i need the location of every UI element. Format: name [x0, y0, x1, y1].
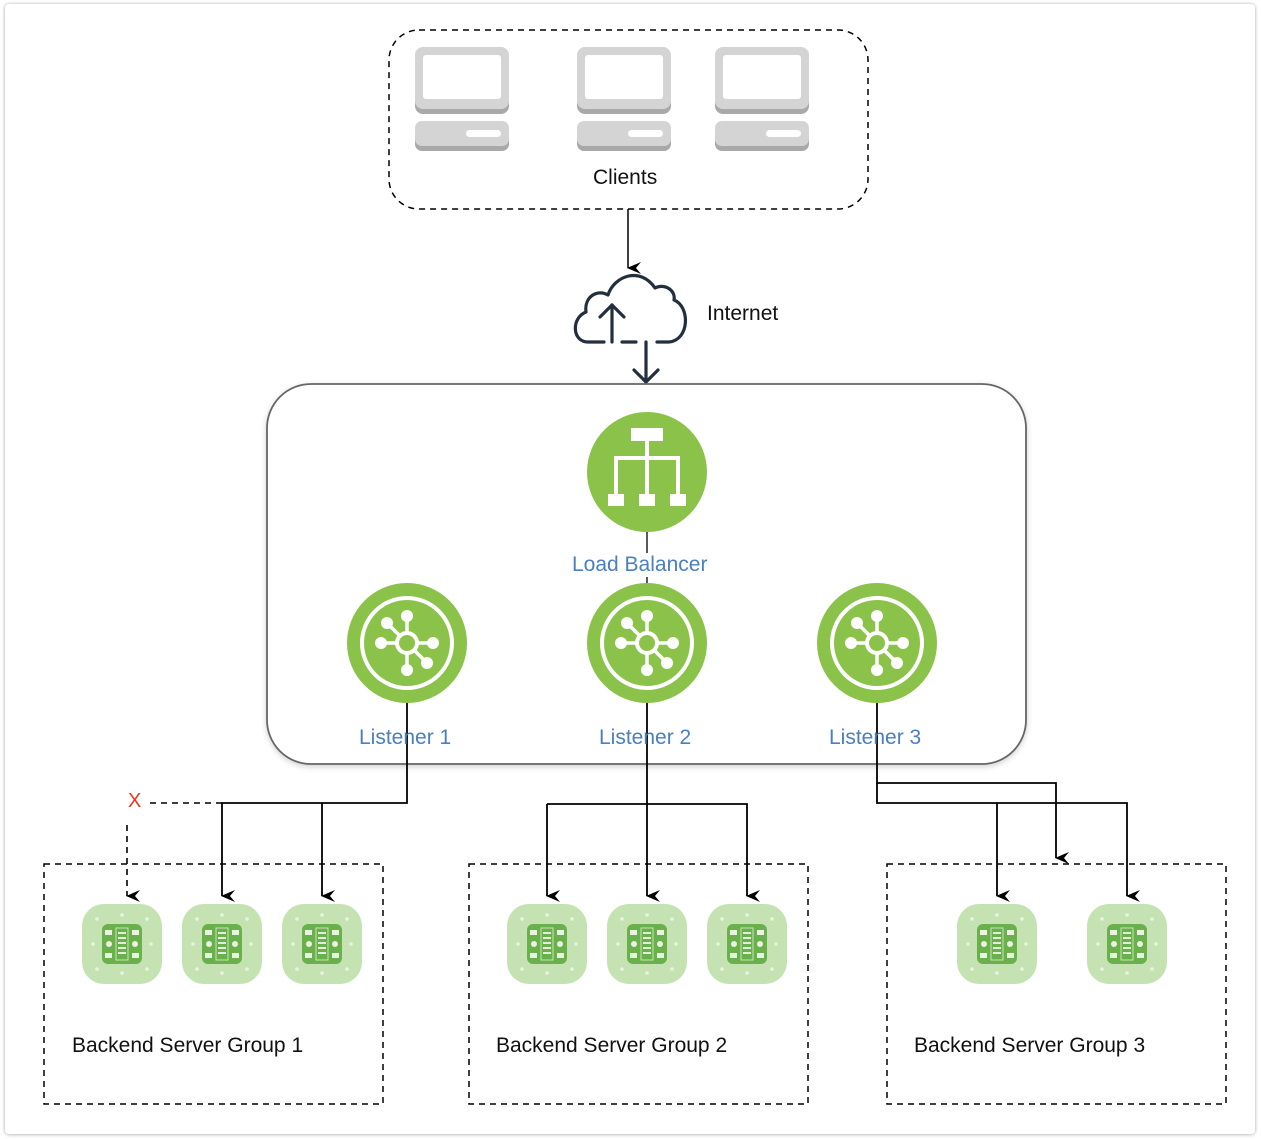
desktop-computer-icon: [577, 47, 671, 151]
listener-2-label: Listener 2: [599, 726, 692, 749]
desktop-computer-icon: [415, 47, 509, 151]
server-icon: [606, 903, 688, 985]
listener-1-label: Listener 1: [359, 726, 452, 749]
hub-network-icon: [585, 581, 709, 705]
server-icon: [281, 903, 363, 985]
hub-network-icon: [345, 581, 469, 705]
clients-label: Clients: [593, 166, 658, 189]
hierarchy-icon: [587, 412, 707, 532]
hub-network-icon: [815, 581, 939, 705]
load-balancer-label: Load Balancer: [571, 553, 709, 577]
backend-group-2-label: Backend Server Group 2: [496, 1034, 728, 1057]
internet-label: Internet: [707, 302, 779, 325]
server-icon: [706, 903, 788, 985]
server-icon: [181, 903, 263, 985]
failed-route: [126, 802, 222, 902]
server-icon: [1086, 903, 1168, 985]
backend-group-2-box: [468, 863, 809, 1105]
listener-3-label: Listener 3: [829, 726, 922, 749]
server-icon: [506, 903, 588, 985]
server-icon: [81, 903, 163, 985]
backend-group-3-box: [886, 863, 1227, 1105]
desktop-computer-icon: [715, 47, 809, 151]
failed-route-marker: X: [128, 790, 142, 812]
backend-group-1-label: Backend Server Group 1: [72, 1034, 304, 1057]
server-icon: [956, 903, 1038, 985]
listener-3-routes: [876, 703, 1140, 902]
backend-group-1-box: [43, 863, 384, 1105]
backend-group-3-label: Backend Server Group 3: [914, 1034, 1146, 1057]
cloud-upload-download-icon: [573, 274, 688, 384]
listener-1-routes: [221, 703, 408, 902]
